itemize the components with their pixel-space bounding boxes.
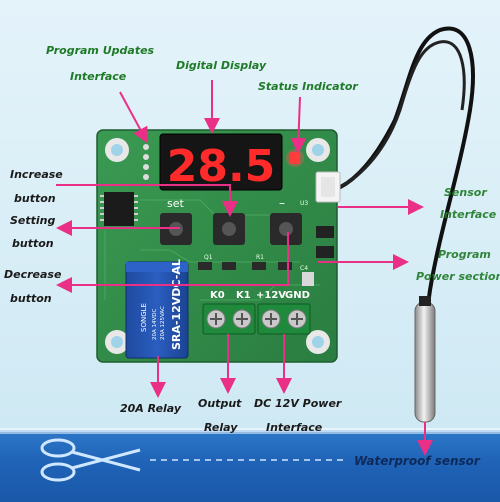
label-u3: U3 [300,200,308,207]
status-led [290,152,300,164]
label-power-section-2: Power section [416,270,500,283]
terminal-label-12v: +12V [256,290,286,301]
dc-power-terminal [257,303,311,335]
label-dc-power-2: Interface [266,421,323,434]
relay-rating-ac: 20A 125VAC [160,306,166,340]
terminal-label-k1: K1 [236,290,251,301]
relay-brand-text: SONGLE [140,303,148,332]
label-setting-1: Setting [10,214,56,227]
label-decrease-1: Decrease [4,268,62,281]
terminal-label-k0: K0 [210,290,225,301]
minus-label: – [279,196,285,210]
output-relay-terminal [202,303,256,335]
relay-rating-dc: 20A 14VDC [152,308,158,340]
ic-chip [104,192,134,226]
label-sensor-1: Sensor [444,186,487,199]
label-waterproof-sensor: Waterproof sensor [354,454,480,468]
label-program-updates-1: Program Updates [46,44,155,57]
label-digital-display: Digital Display [176,59,267,72]
mounting-holes [105,138,330,354]
set-label: set [167,197,184,210]
label-increase-1: Increase [10,168,63,181]
label-c4: C4 [300,265,308,272]
program-pins [143,144,149,180]
sensor-connector-socket [321,177,335,197]
label-q1: Q1 [204,254,213,261]
label-power-section-1: Program [438,248,491,261]
label-20a-relay: 20A Relay [120,402,182,415]
status-led-glow [286,149,304,167]
ic-pins [100,195,138,221]
display-readout: 28.5 [167,141,276,192]
annotation-arrows [56,80,433,456]
pcb-traces [104,199,320,301]
label-program-updates-2: Interface [70,70,127,83]
digital-display-body [159,133,283,191]
setting-button[interactable] [213,213,245,245]
label-status-indicator: Status Indicator [258,80,358,93]
sensor-cable-loop [333,40,466,192]
smd-components [198,226,334,286]
label-increase-2: button [14,192,56,205]
relay-model-text: SRA-12VDC-AL [170,259,183,350]
terminal-label-gnd: GND [285,290,310,301]
bottom-band-highlight [0,428,500,434]
decrease-button[interactable] [270,213,302,245]
scissors-icon [40,438,141,482]
label-r1: R1 [256,254,264,261]
label-dc-power-1: DC 12V Power [254,397,342,410]
waterproof-probe [414,296,436,423]
label-output-relay-1: Output [198,397,242,410]
label-output-relay-2: Relay [204,421,238,434]
label-setting-2: button [12,237,54,250]
label-sensor-2: Interface [440,208,497,221]
label-decrease-2: button [10,292,52,305]
